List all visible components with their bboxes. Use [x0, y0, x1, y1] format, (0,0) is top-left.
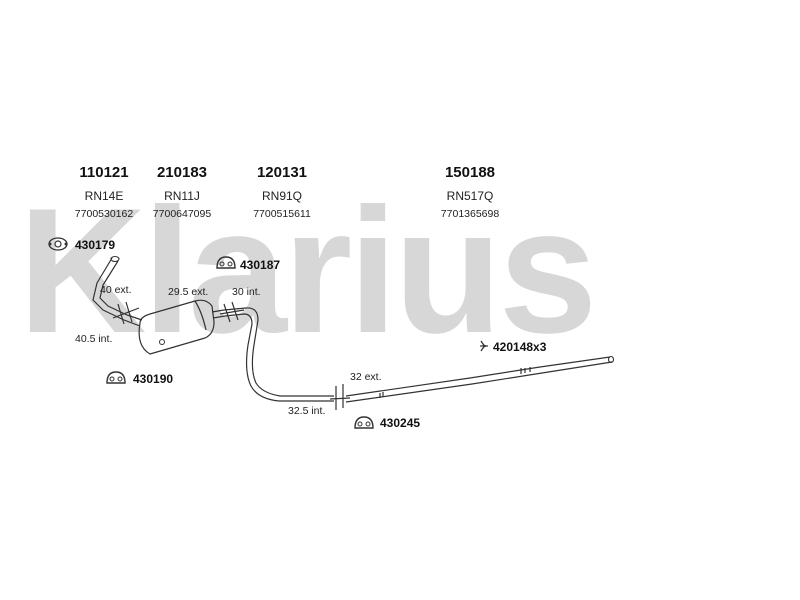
gasket-icon — [48, 237, 68, 251]
oem-number: 7700515611 — [253, 208, 311, 220]
part-number: 150188 — [444, 164, 496, 181]
brand-watermark: Klarius — [18, 171, 597, 370]
tail-pipe-drawing — [345, 355, 615, 403]
dimension-label: 40.5 int. — [75, 333, 113, 345]
mounting-rubber-icon — [354, 416, 374, 429]
oem-number: 7700647095 — [152, 208, 212, 220]
part-code: RN14E — [84, 189, 124, 203]
part-code: RN517Q — [446, 189, 494, 203]
part-number: 110121 — [79, 164, 129, 181]
part-front-pipe: 110121 RN14E 7700530162 — [62, 164, 146, 221]
part-code: RN91Q — [261, 189, 302, 203]
accessory-label: 430179 — [75, 238, 116, 252]
part-number: 210183 — [156, 164, 208, 181]
part-tail-pipe: 150188 RN517Q 7701365698 — [428, 164, 512, 221]
joint-marker-front — [112, 301, 140, 325]
dimension-label: 32.5 int. — [288, 405, 326, 417]
clamp-icon — [480, 340, 488, 352]
mounting-rubber-icon — [216, 256, 236, 269]
dimension-label: 30 int. — [232, 286, 261, 298]
centre-pipe-drawing — [223, 307, 334, 402]
accessory-label: 420148x3 — [493, 340, 547, 354]
oem-number: 7700530162 — [74, 208, 134, 220]
accessory-label: 430190 — [133, 372, 174, 386]
dimension-label: 40 ext. — [100, 284, 132, 296]
dimension-label: 29.5 ext. — [168, 286, 209, 298]
accessory-label: 430187 — [240, 258, 281, 272]
silencer-drawing — [138, 299, 226, 355]
part-front-silencer: 210183 RN11J 7700647095 — [140, 164, 224, 221]
joint-marker-rear — [329, 384, 351, 410]
front-pipe-drawing — [92, 255, 143, 327]
oem-number: 7701365698 — [440, 208, 500, 220]
joint-marker-mid — [219, 301, 245, 323]
part-centre-pipe: 120131 RN91Q 7700515611 — [240, 164, 324, 221]
dimension-label: 32 ext. — [350, 371, 382, 383]
part-number: 120131 — [256, 164, 308, 181]
accessory-label: 430245 — [380, 416, 421, 430]
mounting-rubber-icon — [106, 371, 126, 384]
part-code: RN11J — [164, 189, 200, 203]
